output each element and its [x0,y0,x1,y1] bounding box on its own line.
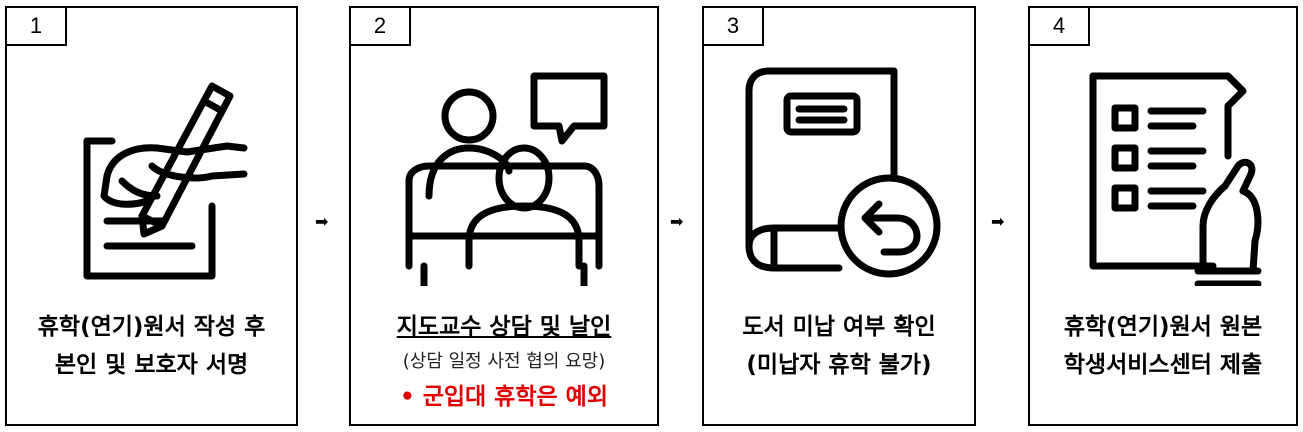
step-number-4: 4 [1028,6,1090,46]
step-text-2: 지도교수 상담 및 날인 (상담 일정 사전 협의 요망) • 군입대 휴학은 … [351,308,657,416]
step-text-1: 휴학(연기)원서 작성 후 본인 및 보호자 서명 [7,308,296,384]
step-3-line-2: (미납자 휴학 불가) [746,352,932,378]
book-return-icon [704,56,974,296]
step-card-3: 3 도서 미납 여부 확인 (미납자 휴학 불가) [702,6,976,426]
counseling-icon [351,56,657,296]
step-2-subtitle: (상담 일정 사전 협의 요망) [402,351,606,372]
step-text-4: 휴학(연기)원서 원본 학생서비스센터 제출 [1030,308,1296,384]
step-1-line-2: 본인 및 보호자 서명 [54,352,249,378]
arrow-icon: ➡ [991,212,1005,231]
checklist-hand-icon [1030,56,1296,296]
arrow-icon: ➡ [315,212,329,231]
step-number-1: 1 [5,6,67,46]
step-4-line-2: 학생서비스센터 제출 [1063,352,1263,378]
step-4-line-1: 휴학(연기)원서 원본 [1063,314,1263,340]
step-card-4: 4 휴학(연기)원서 원본 학생서비스센터 제출 [1028,6,1298,426]
step-2-title: 지도교수 상담 및 날인 [396,314,612,340]
step-card-1: 1 휴학(연기)원서 작성 후 본인 및 보호자 서명 [5,6,298,426]
hand-writing-icon [7,56,296,296]
step-number-3: 3 [702,6,764,46]
step-3-line-1: 도서 미납 여부 확인 [742,314,936,340]
step-text-3: 도서 미납 여부 확인 (미납자 휴학 불가) [704,308,974,384]
arrow-icon: ➡ [670,212,684,231]
step-2-note: • 군입대 휴학은 예외 [399,384,608,410]
step-card-2: 2 지도교수 상담 및 날인 (상담 일정 사전 협의 요망) • 군입대 휴학… [349,6,659,426]
step-number-2: 2 [349,6,411,46]
step-1-line-1: 휴학(연기)원서 작성 후 [37,314,266,340]
